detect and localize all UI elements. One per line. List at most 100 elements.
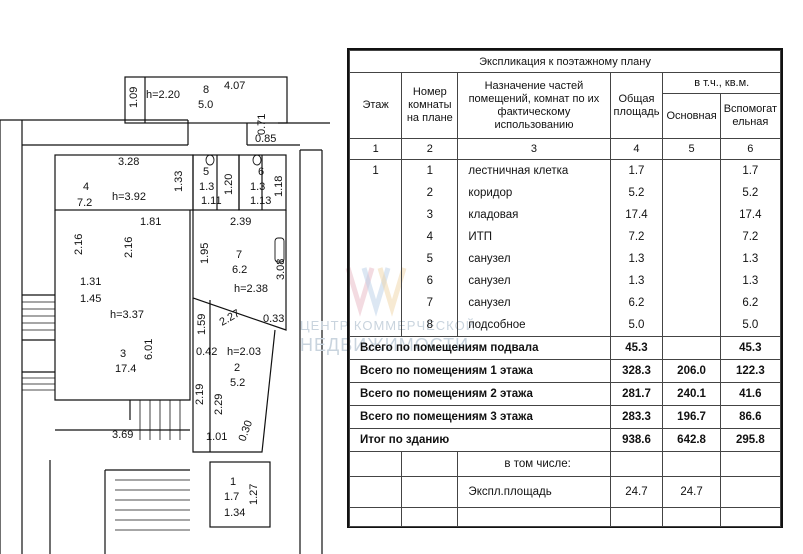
total-main: 642.8 [662,428,721,452]
plan-label: h=3.92 [112,191,146,203]
plan-label: h=2.03 [227,346,261,358]
plan-label: h=3.37 [110,309,144,321]
plan-label: 0.42 [196,346,217,358]
cell-room-no: 2 [401,182,459,204]
header-main: Основная [662,93,721,139]
plan-label: 1.7 [224,491,239,503]
cell-floor [348,204,403,226]
plan-label: 6.01 [143,339,155,360]
room-1-outline [209,461,271,528]
plan-label: h=2.20 [146,89,180,101]
cell-room-no: 6 [401,270,459,292]
cell-aux: 5.2 [719,182,782,204]
plan-label: 0.33 [263,313,284,325]
plan-label: 1.27 [248,484,260,505]
plan-label: 0.30 [237,419,256,443]
total-label: Всего по помещениям 1 этажа [349,359,611,383]
plan-label: 1.45 [80,293,101,305]
total-value: 281.7 [609,382,664,406]
cell-aux: 1.3 [719,248,782,270]
cell-main [662,226,721,248]
total-value: 328.3 [609,359,664,383]
total-main [662,336,721,360]
total-aux: 122.3 [719,359,782,383]
cell-main [662,292,721,314]
cell-purpose: санузел [457,270,611,292]
plan-label: 1.09 [128,87,140,108]
total-aux: 41.6 [719,382,782,406]
plan-label: 6.2 [232,264,247,276]
cell-room-no: 7 [401,292,459,314]
total-label: Всего по помещениям подвала [349,336,611,360]
cell-total: 5.2 [609,182,664,204]
plan-label: 1.31 [80,276,101,288]
cell-main [662,159,721,182]
total-aux: 86.6 [719,405,782,429]
toilet-icon [252,154,262,166]
cell-floor [348,314,403,337]
plan-label: 3 [120,348,126,360]
plan-label: 1.11 [201,195,222,207]
plan-label: 2.16 [73,234,85,255]
plan-label: 5.2 [230,377,245,389]
cell-aux: 5.0 [719,314,782,337]
header-room-no: Номер комнаты на плане [401,72,459,139]
plan-label: 4.07 [224,80,245,92]
plan-label: 1.59 [196,314,208,335]
cell-floor [348,182,403,204]
plan-label: 0.71 [256,114,268,135]
plan-label: 1.20 [223,174,235,195]
plan-label: 1.3 [250,181,265,193]
plan-label: 1.95 [199,243,211,264]
total-label: Итог по зданию [349,428,611,452]
cell-purpose: ИТП [457,226,611,248]
col-number: 1 [348,138,403,160]
expl-aux [719,476,782,508]
cell-total: 1.7 [609,159,664,182]
expl-total: 24.7 [609,476,664,508]
plan-label: 2.39 [230,216,251,228]
sink-icon [274,237,285,263]
cell-aux: 17.4 [719,204,782,226]
cell-total: 5.0 [609,314,664,337]
plan-label: 1.34 [224,507,245,519]
cell-total: 17.4 [609,204,664,226]
including-label: в том числе: [457,451,611,477]
table-caption: Экспликация к поэтажному плану [349,50,781,73]
col-number: 3 [457,138,611,160]
cell-purpose: кладовая [457,204,611,226]
plan-label: 3.08 [275,259,287,280]
plan-label: 1.01 [206,431,227,443]
cell-main [662,248,721,270]
total-aux: 45.3 [719,336,782,360]
cell-floor [348,226,403,248]
cell-total: 7.2 [609,226,664,248]
plan-label: 2.19 [194,384,206,405]
cell-room-no: 5 [401,248,459,270]
cell-purpose: санузел [457,248,611,270]
header-incl: в т.ч., кв.м. [662,72,781,94]
cell-main [662,270,721,292]
plan-label: 1.3 [199,181,214,193]
plan-label: h=2.38 [234,283,268,295]
cell-floor [348,270,403,292]
plan-label: 1.33 [173,171,185,192]
floor-plan: h=2.20 8 5.0 4.07 1.09 0.71 0.85 3.28 1.… [0,76,330,554]
cell-floor [348,248,403,270]
plan-label: 2.29 [213,394,225,415]
room-8-outline [124,76,288,124]
explication-table: Экспликация к поэтажному плану Этаж Номе… [347,48,783,528]
plan-label: 2.16 [123,237,135,258]
total-main: 206.0 [662,359,721,383]
col-number: 2 [401,138,459,160]
plan-label: 1.13 [250,195,271,207]
header-total-area: Общая площадь [609,72,664,139]
cell-room-no: 3 [401,204,459,226]
cell-purpose: коридор [457,182,611,204]
